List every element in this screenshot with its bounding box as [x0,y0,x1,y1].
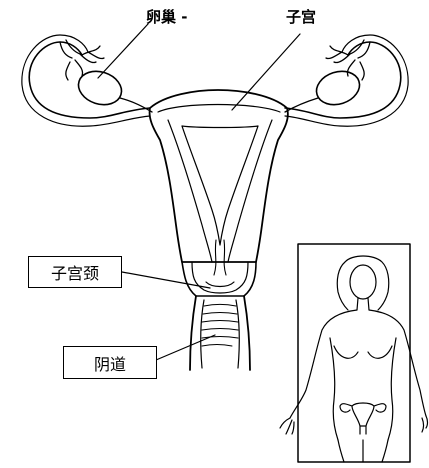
cervix-label: 子宫颈 [28,256,122,288]
vagina-leader-line [156,335,215,360]
vagina-label: 阴道 [63,346,157,379]
ovary-leader-line [98,24,148,78]
right-ovary [312,66,364,110]
left-fallopian-tube-inner [22,35,150,126]
right-fallopian-tube-inner [285,35,408,126]
uterus-leader-line [232,34,300,110]
cervix-inner [192,262,248,293]
cervix [182,262,256,296]
uterus-label: 子宫 [286,6,316,27]
vagina-inner [201,300,240,368]
uterus-fundus-line [158,105,280,113]
female-figure [280,256,428,462]
left-fimbriae [60,40,104,80]
cervix-leader-line [122,272,210,288]
right-fimbriae [326,40,370,80]
right-fallopian-tube [285,42,401,118]
vaginal-rugae [202,305,238,347]
vagina-outer [190,296,250,370]
ovary-label: 卵巢 - [146,6,187,27]
external-os [206,282,234,287]
uterine-cavity [182,126,258,245]
